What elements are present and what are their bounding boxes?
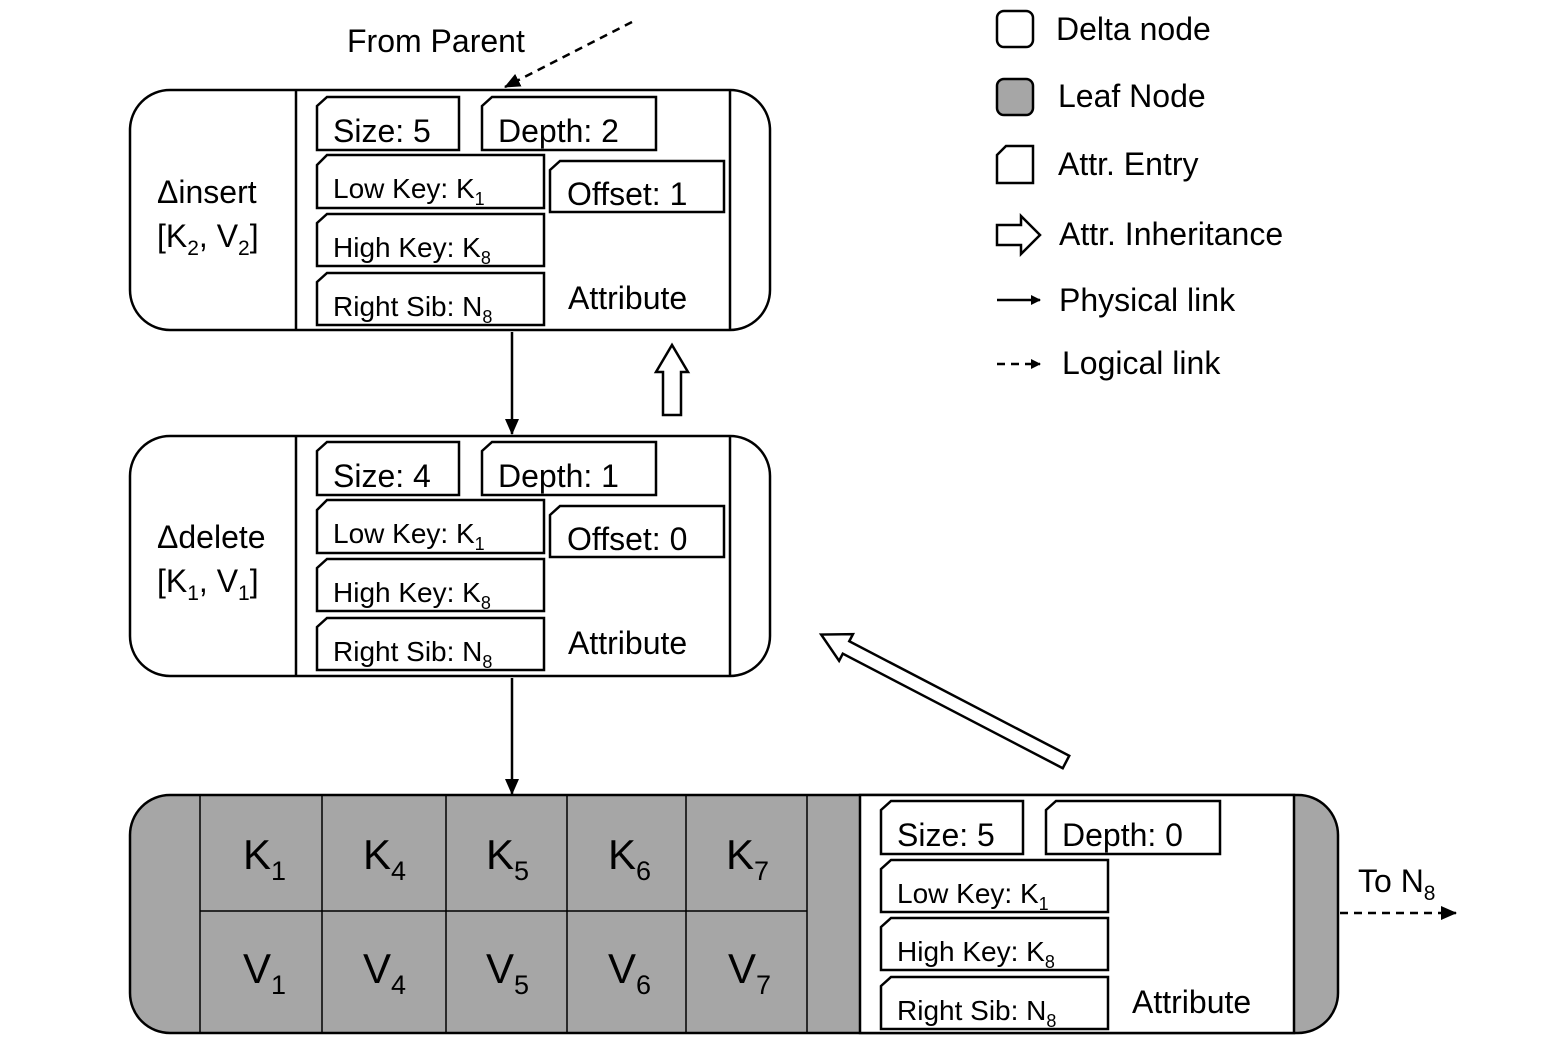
leaf-key-4: K6	[608, 831, 651, 886]
leaf-low-key-entry	[879, 858, 1110, 914]
leaf-value-4: V6	[608, 945, 651, 1000]
delete-right-sib-entry	[315, 616, 546, 672]
legend-leaf-node-label: Leaf Node	[1058, 78, 1206, 114]
leaf-value-1: V1	[243, 945, 286, 1000]
leaf-key-3: K5	[486, 831, 529, 886]
delete-offset-text: Offset: 0	[567, 521, 687, 557]
delete-size-entry	[315, 440, 461, 497]
insert-op-label: Δinsert	[157, 174, 257, 210]
legend-attr-entry-label: Attr. Entry	[1058, 146, 1198, 182]
insert-kv-label: [K2, V2]	[157, 218, 259, 260]
delete-delta-node: Δdelete [K1, V1] Size: 4 Depth: 1 Low Ke…	[128, 434, 772, 678]
insert-attribute-label: Attribute	[568, 280, 687, 316]
leaf-depth-entry	[1044, 799, 1222, 856]
leaf-right-sib-entry	[879, 975, 1110, 1031]
legend-physical-link-label: Physical link	[1059, 282, 1236, 318]
leaf-high-key-text: High Key: K8	[897, 936, 1055, 972]
legend-leaf-node-swatch	[995, 77, 1035, 117]
leaf-attribute-label: Attribute	[1132, 984, 1251, 1020]
delete-op-label: Δdelete	[157, 519, 266, 555]
legend-attr-inheritance-label: Attr. Inheritance	[1059, 216, 1283, 252]
delete-low-key-text: Low Key: K1	[333, 518, 485, 554]
leaf-high-key-entry	[879, 916, 1110, 972]
insert-delta-node: Δinsert [K2, V2] Size: 5 Depth: 2 Low Ke…	[128, 88, 772, 332]
legend: Delta node Leaf Node Attr. Entry Attr. I…	[995, 9, 1283, 381]
insert-high-key-text: High Key: K8	[333, 232, 491, 268]
delete-depth-entry	[480, 440, 658, 497]
leaf-size-text: Size: 5	[897, 817, 995, 853]
to-n8-label: To N8	[1358, 863, 1435, 905]
leaf-key-2: K4	[363, 831, 406, 886]
delete-high-key-text: High Key: K8	[333, 577, 491, 613]
insert-low-key-text: Low Key: K1	[333, 173, 485, 209]
leaf-key-1: K1	[243, 831, 286, 886]
from-parent-label: From Parent	[347, 23, 525, 59]
legend-attr-entry-swatch	[995, 144, 1035, 185]
delete-offset-entry	[548, 504, 726, 559]
leaf-depth-text: Depth: 0	[1062, 817, 1183, 853]
delete-low-key-entry	[315, 498, 546, 555]
delete-depth-text: Depth: 1	[498, 458, 619, 494]
insert-size-text: Size: 5	[333, 113, 431, 149]
from-parent-logical-link	[504, 20, 633, 89]
insert-right-sib-entry	[315, 271, 546, 327]
delete-to-insert-attr-inheritance-arrow	[653, 342, 691, 417]
leaf-low-key-text: Low Key: K1	[897, 878, 1049, 914]
insert-right-sib-text: Right Sib: N8	[333, 291, 492, 327]
insert-depth-text: Depth: 2	[498, 113, 619, 149]
insert-high-key-entry	[315, 212, 546, 268]
leaf-value-3: V5	[486, 945, 529, 1000]
legend-delta-node-label: Delta node	[1056, 11, 1211, 47]
leaf-value-2: V4	[363, 945, 406, 1000]
leaf-size-entry	[879, 799, 1025, 856]
insert-size-entry	[315, 95, 461, 152]
legend-delta-node-swatch	[995, 9, 1035, 49]
insert-depth-entry	[480, 95, 658, 152]
leaf-right-sib-text: Right Sib: N8	[897, 995, 1056, 1031]
insert-offset-text: Offset: 1	[567, 176, 687, 212]
insert-offset-entry	[548, 159, 726, 214]
insert-low-key-entry	[315, 153, 546, 210]
delete-attribute-label: Attribute	[568, 625, 687, 661]
leaf-to-delete-attr-inheritance-arrow	[818, 632, 1071, 770]
leaf-value-5: V7	[728, 945, 771, 1000]
delete-high-key-entry	[315, 557, 546, 613]
legend-attr-inheritance-swatch	[995, 212, 1042, 258]
delete-kv-label: [K1, V1]	[157, 563, 259, 605]
delete-size-text: Size: 4	[333, 458, 431, 494]
leaf-key-5: K7	[726, 831, 769, 886]
leaf-node: K1 K4 K5 K6 K7 V1 V4 V5 V6 V7 Size: 5 De…	[128, 793, 1340, 1035]
legend-logical-link-label: Logical link	[1062, 345, 1221, 381]
delete-right-sib-text: Right Sib: N8	[333, 636, 492, 672]
